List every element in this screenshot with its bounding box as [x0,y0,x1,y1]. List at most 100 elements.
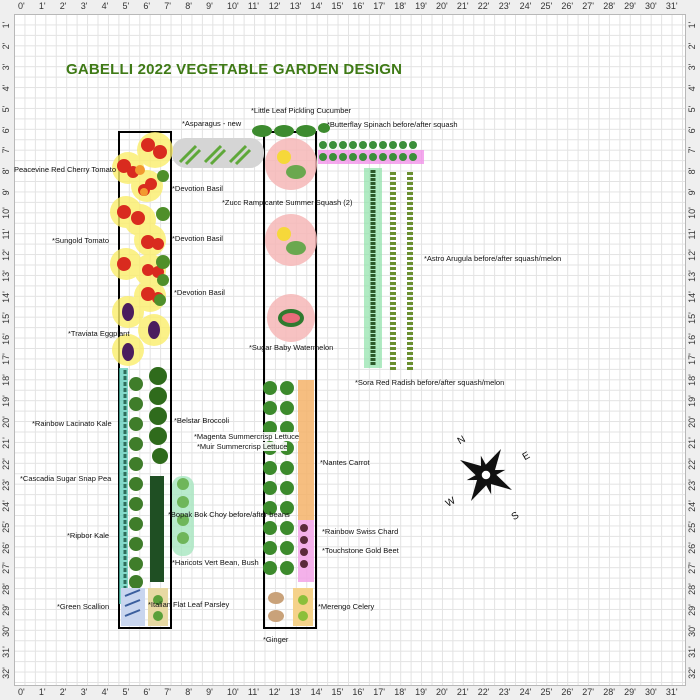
label-sungold: *Sungold Tomato [52,236,109,245]
asparagus-plants [178,144,252,166]
ruler-right: 1'2'3'4'5'6'7'8'9'10'11'12'13'14'15'16'1… [685,14,700,686]
label-watermelon: *Sugar Baby Watermelon [249,343,334,352]
ruler-corner [686,0,700,14]
ruler-tick-h: 27' [582,1,595,11]
label-scallion: *Green Scallion [57,602,110,611]
ruler-tick-h: 20' [436,687,448,697]
ruler-tick-h: 8' [185,1,192,11]
ruler-tick-h: 2' [59,687,67,697]
label-snap-pea: *Cascadia Sugar Snap Pea [20,474,112,483]
label-carrot: *Nantes Carrot [320,458,370,467]
ruler-tick-h: 1' [38,687,46,697]
ruler-tick-h: 20' [436,1,448,11]
label-kale-ripbor: *Ripbor Kale [67,531,110,540]
ruler-tick-h: 13' [289,687,302,697]
ruler-bottom: 0'1'2'3'4'5'6'7'8'9'10'11'12'13'14'15'16… [14,685,686,700]
ruler-tick-h: 28' [603,687,615,697]
label-celery: *Merengo Celery [318,602,375,611]
watermelon-plant [278,309,304,327]
broccoli-plants [149,367,168,464]
ruler-corner [0,0,14,14]
label-arugula: *Astro Arugula before/after squash/melon [424,254,562,263]
ruler-tick-h: 30' [645,687,657,697]
ruler-tick-h: 0' [18,687,25,697]
ruler-tick-h: 15' [331,687,344,697]
ruler-tick-h: 28' [603,1,615,11]
ruler-tick-h: 0' [18,1,25,11]
ruler-tick-h: 9' [206,1,213,11]
ruler-tick-h: 29' [624,687,636,697]
eggplant-plants [122,303,160,361]
ruler-tick-h: 5' [122,1,130,11]
label-basil-2: *Devotion Basil [172,234,223,243]
ruler-tick-h: 18' [394,687,406,697]
ruler-tick-h: 26' [561,1,574,11]
ruler-tick-h: 19' [415,1,427,11]
ruler-tick-h: 18' [394,1,406,11]
label-bok-choy: *Bopak Bok Choy before/after beans [168,510,290,519]
sungold-tomato-accents [135,165,148,196]
ruler-tick-h: 5' [122,687,130,697]
ruler-tick-h: 11' [247,687,259,697]
ginger-plants [268,592,284,622]
ruler-tick-h: 24' [519,687,532,697]
squash-plants [277,150,306,255]
ruler-top: 0'1'2'3'4'5'6'7'8'9'10'11'12'13'14'15'16… [14,0,686,15]
ruler-tick-h: 17' [373,1,386,11]
ruler-tick-h: 15' [331,1,344,11]
ruler-tick-h: 22' [477,687,490,697]
label-lettuce-magenta: *Magenta Summercrisp Lettuce [194,432,300,441]
ruler-tick-h: 8' [185,687,192,697]
ruler-tick-h: 3' [80,1,88,11]
ruler-tick-h: 19' [415,687,427,697]
ruler-tick-h: 10' [227,1,239,11]
ruler-tick-h: 29' [624,1,636,11]
ruler-tick-h: 13' [289,1,302,11]
basil-plants [154,170,170,306]
ruler-tick-h: 12' [268,1,281,11]
ruler-tick-h: 4' [101,1,109,11]
label-cucumber: *Little Leaf Pickling Cucumber [251,106,352,115]
label-spinach: *Butterflay Spinach before/after squash [327,120,458,129]
ruler-tick-h: 12' [268,687,281,697]
ruler-tick-h: 24' [519,1,532,11]
ruler-tick-h: 27' [582,687,595,697]
label-chard: *Rainbow Swiss Chard [322,527,399,536]
carrot-band [298,380,314,520]
ruler-tick-h: 31' [665,687,678,697]
ruler-tick-h: 23' [498,1,511,11]
label-bean: *Haricots Vert Bean, Bush [172,558,259,567]
ruler-left: 1'2'3'4'5'6'7'8'9'10'11'12'13'14'15'16'1… [0,14,15,686]
label-asparagus: *Asparagus - new [182,119,242,128]
ruler-corner [0,686,14,700]
ruler-tick-h: 10' [227,687,239,697]
ruler-tick-h: 22' [477,1,490,11]
label-kale-lacinato: *Rainbow Lacinato Kale [32,419,112,428]
ruler-tick-h: 30' [645,1,657,11]
ruler-tick-h: 21' [456,1,469,11]
bok-choy-plants [177,478,189,544]
ruler-tick-h: 11' [247,1,259,11]
ruler-tick-h: 26' [561,687,574,697]
label-basil-1: *Devotion Basil [172,184,223,193]
label-beet: *Touchstone Gold Beet [322,546,399,555]
ruler-tick-h: 17' [373,687,386,697]
ruler-tick-h: 14' [310,1,323,11]
label-parsley: *Italian Flat Leaf Parsley [148,600,230,609]
ruler-tick-h: 2' [59,1,67,11]
cucumber-row [252,123,330,137]
ruler-tick-h: 21' [456,687,469,697]
scallion-and-parsley [121,588,168,626]
ruler-tick-h: 6' [143,1,151,11]
ruler-tick-h: 1' [38,1,46,11]
ruler-tick-h: 25' [540,1,553,11]
spinach-row [319,141,417,161]
ruler-tick-h: 7' [164,687,172,697]
compass-rose [460,449,512,501]
garden-title: GABELLI 2022 VEGETABLE GARDEN DESIGN [66,61,403,78]
kale-plants [129,377,143,589]
lettuce-plants [263,381,294,575]
ruler-tick-h: 16' [352,687,365,697]
